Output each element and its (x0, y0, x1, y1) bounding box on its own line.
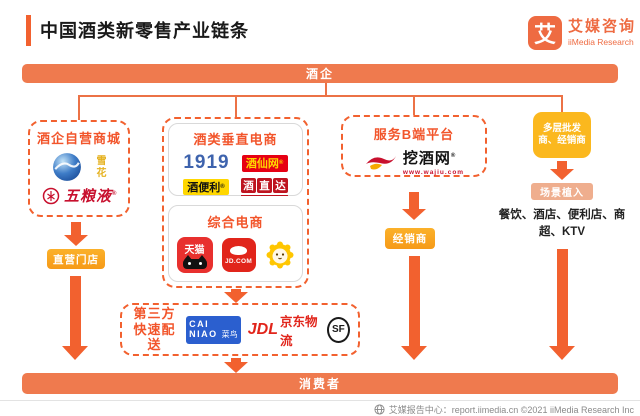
flow-arrow-col1-long (62, 276, 88, 360)
producer-bar: 酒企 (22, 64, 618, 83)
connector-drop-col4 (561, 95, 563, 113)
cainiao-cn: 菜鸟 (221, 329, 238, 339)
dealer-label: 经销商 (392, 233, 428, 245)
jdl-mark: JDL (247, 320, 278, 338)
vertical-ecommerce-title: 酒类垂直电商 (193, 132, 278, 147)
cainiao-en: CAI NIAO (189, 319, 218, 339)
connector-stem (325, 83, 327, 96)
producer-label: 酒企 (305, 67, 334, 81)
self-mall-logo-row1: 雪花 (52, 152, 128, 182)
brand-name-cn: 艾媒咨询 (568, 17, 637, 35)
yanghe-globe-icon (53, 153, 81, 181)
footer-divider (0, 400, 640, 401)
wholesaler-box: 多层批发商、经销商 (533, 112, 591, 158)
jdl-cn: 京东物流 (280, 314, 318, 348)
wuliangye-label: 五粮液® (64, 185, 117, 206)
third-party-delivery-title: 第三方 快速配送 (130, 306, 179, 353)
jiuzhida-char: 达 (273, 178, 288, 193)
wuliangye-text: 五粮液 (64, 188, 113, 205)
footer: 艾媒报告中心：report.iimedia.cn ©2021 iiMedia R… (374, 403, 634, 416)
logo-mark-char: 艾 (533, 22, 556, 47)
jiubianli-text: 酒便利 (187, 182, 221, 194)
jd-text: JD.COM (224, 257, 253, 265)
dog-face-icon (230, 245, 247, 255)
flow-arrow-col3-small (402, 192, 426, 220)
scene-placement-node: 场景植入 (531, 183, 593, 200)
jiuzhida-char: 酒 (241, 178, 256, 193)
b2b-platform-title: 服务B端平台 (373, 127, 455, 142)
consumer-bar: 消费者 (22, 373, 618, 394)
self-mall-box: 酒企自营商城 雪花 五粮液® (28, 120, 130, 217)
jdl-logo: JDL 京东物流 (248, 311, 320, 349)
wajiu-logo: 挖酒网® www.wajiu.com (343, 147, 485, 176)
jiuzhida-tiles: 酒直达 (241, 178, 288, 193)
offline-channels-text: 餐饮、酒店、便利店、商超、KTV (498, 209, 626, 238)
tmall-cat-icon: 天猫 (176, 237, 213, 273)
third-party-delivery-box: 第三方 快速配送 CAI NIAO 菜鸟 JDL 京东物流 SF (120, 303, 360, 356)
vertical-logo-row1: 1919 酒仙网® (169, 152, 302, 174)
iimedia-logo-icon: 艾 (528, 16, 562, 50)
flow-arrow-col1-small (64, 222, 88, 246)
flow-arrow-col4-long (549, 249, 575, 360)
tmall-text: 天猫 (184, 245, 205, 256)
jiuxianwang-text: 酒仙网 (245, 158, 279, 170)
wajiu-text-block: 挖酒网® www.wajiu.com (403, 147, 464, 176)
delivery-title-line1: 第三方 (133, 306, 176, 322)
suning-lion-icon (266, 241, 293, 269)
connector-drop-col1 (78, 95, 80, 120)
cainiao-line1: CAI (189, 319, 210, 330)
self-mall-logo-row2: 五粮液® (42, 185, 128, 206)
jd-dog-icon: JD.COM (221, 238, 256, 272)
logo-jiuzhida: 酒直达 (241, 178, 288, 196)
general-logo-row: 天猫 JD.COM (169, 237, 302, 273)
general-ecommerce-title: 综合电商 (207, 215, 264, 230)
snow-brand-label: 雪花 (94, 155, 105, 179)
registered-mark: ® (450, 153, 457, 159)
iimedia-logo: 艾 艾媒咨询 iiMedia Research (528, 16, 636, 50)
logo-1919: 1919 (183, 152, 230, 173)
wholesaler-label: 多层批发商、经销商 (538, 122, 586, 146)
delivery-title-line2: 快速配送 (133, 321, 176, 353)
dealer-node: 经销商 (385, 228, 435, 249)
scene-placement-label: 场景植入 (540, 188, 584, 199)
brand-name-en: iiMedia Research (568, 37, 634, 48)
registered-mark: ® (278, 160, 284, 166)
connector-drop-col2 (235, 95, 237, 117)
cainiao-logo: CAI NIAO 菜鸟 (186, 315, 241, 344)
wajiu-name: 挖酒网® (403, 147, 464, 168)
wajiu-text: 挖酒网 (402, 150, 451, 167)
wajiu-url: www.wajiu.com (402, 169, 465, 176)
title-accent-bar (26, 15, 31, 46)
cat-head-icon (182, 255, 207, 269)
cainiao-line2: NIAO (189, 328, 218, 339)
flow-arrow-col2-top (224, 289, 248, 303)
sf-circle-icon: SF (326, 316, 350, 343)
page-title: 中国酒类新零售产业链条 (40, 21, 249, 41)
consumer-label: 消费者 (298, 377, 341, 391)
direct-store-node: 直营门店 (47, 249, 105, 269)
jiuzhida-char: 直 (257, 178, 272, 193)
brand-names: 艾媒咨询 iiMedia Research (568, 17, 637, 48)
wajiu-swoosh-icon (365, 155, 396, 169)
registered-mark: ® (112, 191, 118, 197)
vertical-ecommerce-card: 酒类垂直电商 1919 酒仙网® 酒便利® 酒直达 (168, 123, 303, 196)
registered-mark: ® (220, 184, 225, 190)
wuliangye-emblem-icon (42, 187, 60, 204)
flow-arrow-col3-long (401, 256, 427, 360)
connector-drop-col3 (413, 95, 415, 115)
globe-icon (374, 404, 385, 415)
sf-text: SF (331, 324, 345, 335)
logo-jiubianli: 酒便利® (183, 179, 229, 195)
flow-arrow-col2-bottom (224, 358, 248, 373)
flow-arrow-col4-small (550, 161, 574, 180)
b2b-platform-box: 服务B端平台 挖酒网® www.wajiu.com (341, 115, 487, 177)
direct-store-label: 直营门店 (53, 253, 99, 266)
self-mall-title: 酒企自营商城 (36, 131, 121, 146)
vertical-logo-row2: 酒便利® 酒直达 (169, 178, 302, 196)
jiuzhida-rule (241, 195, 288, 196)
general-ecommerce-card: 综合电商 天猫 JD.COM (168, 205, 303, 282)
connector-crossbar (78, 95, 563, 97)
logo-jiuxianwang: 酒仙网® (241, 154, 288, 172)
footer-text: 艾媒报告中心：report.iimedia.cn ©2021 iiMedia R… (388, 405, 634, 415)
